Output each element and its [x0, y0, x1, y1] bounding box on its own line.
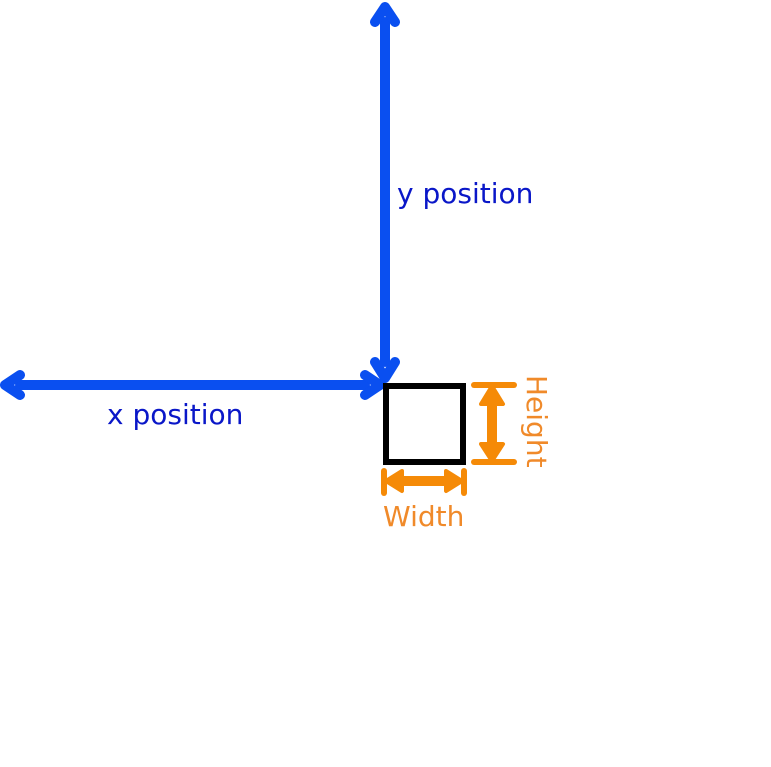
x-position-arrow — [0, 370, 385, 400]
width-arrow-head-left — [384, 469, 404, 493]
y-position-arrow-head-bottom — [370, 357, 400, 383]
height-indicator — [471, 382, 517, 465]
height-arrow-head-bottom — [479, 442, 505, 463]
y-position-arrow — [370, 2, 400, 383]
y-position-arrow-head-top — [370, 2, 400, 27]
x-position-label: x position — [107, 398, 243, 431]
width-indicator — [381, 468, 467, 496]
y-position-label: y position — [397, 177, 533, 210]
height-arrow-head-top — [479, 384, 505, 406]
element-box — [383, 383, 466, 465]
x-position-arrow-head-left — [0, 370, 25, 400]
height-label: Height — [520, 375, 553, 468]
width-label: Width — [383, 500, 464, 533]
x-position-arrow-head-right — [360, 370, 385, 400]
width-arrow-head-right — [444, 469, 464, 493]
